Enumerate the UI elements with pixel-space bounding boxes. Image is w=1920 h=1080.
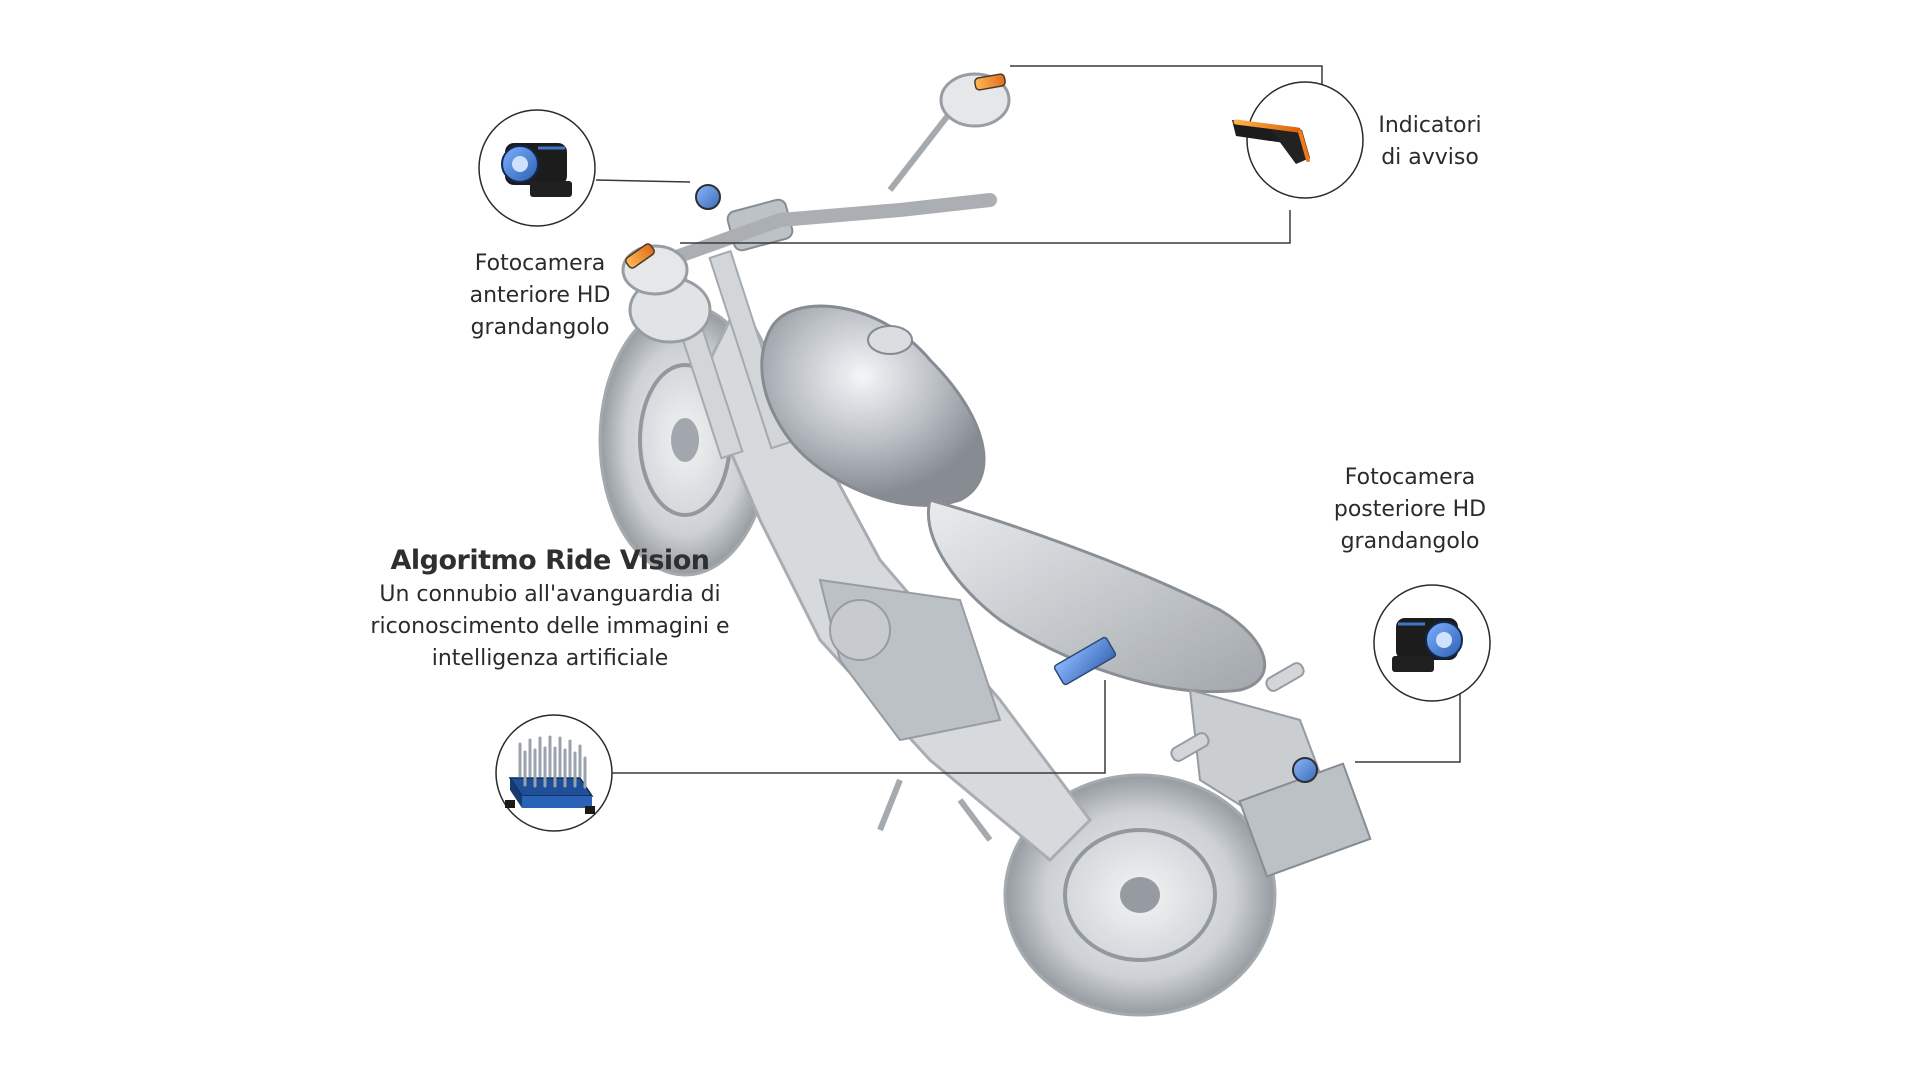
algorithm-label: Algoritmo Ride Vision Un connubio all'av… [360,543,740,675]
front-camera-mounted [695,184,721,210]
rear-camera-connector [1355,693,1461,763]
front-camera-label: Fotocamera anteriore HD grandangolo [440,248,640,344]
turn-signal-indicator-icon [1232,119,1310,164]
rear-camera-label: Fotocamera posteriore HD grandangolo [1300,462,1520,558]
algorithm-desc-line-1: Un connubio all'avanguardia di [379,582,721,607]
rear-camera-label-line-2: posteriore HD [1333,497,1487,522]
front-camera-callout-circle [478,109,596,227]
warning-indicators-label-line-1: Indicatori [1378,113,1482,138]
rear-camera-label-line-3: grandangolo [1340,529,1480,554]
warning-indicators-label: Indicatori di avviso [1330,110,1530,174]
processor-unit-icon [505,735,595,814]
algorithm-desc-line-3: intelligenza artificiale [431,646,669,671]
seat [927,498,1267,694]
warning-indicators-label-line-2: di avviso [1381,145,1479,170]
warning-indicators-callout-circle [1232,81,1364,199]
algorithm-desc-line-2: riconoscimento delle immagini e [370,614,730,639]
rear-camera-icon [1392,618,1463,672]
motorcycle-illustration [598,72,1372,1017]
fuel-tank [760,304,986,507]
front-camera-icon [501,143,572,197]
handlebar [633,193,997,277]
indicator-connector-bottom [680,210,1291,244]
front-camera-label-line-1: Fotocamera [474,251,606,276]
license-plate [1238,762,1372,878]
processor-mounted [1053,636,1117,686]
algorithm-callout-circle [495,714,613,832]
algorithm-title: Algoritmo Ride Vision [390,545,710,576]
rear-camera-callout-circle [1373,584,1491,702]
rear-camera-label-line-1: Fotocamera [1344,465,1476,490]
algorithm-connector [612,680,1106,774]
front-camera-label-line-3: grandangolo [470,315,610,340]
front-camera-label-line-2: anteriore HD [469,283,611,308]
front-camera-connector [595,179,691,183]
rear-camera-mounted [1292,757,1318,783]
